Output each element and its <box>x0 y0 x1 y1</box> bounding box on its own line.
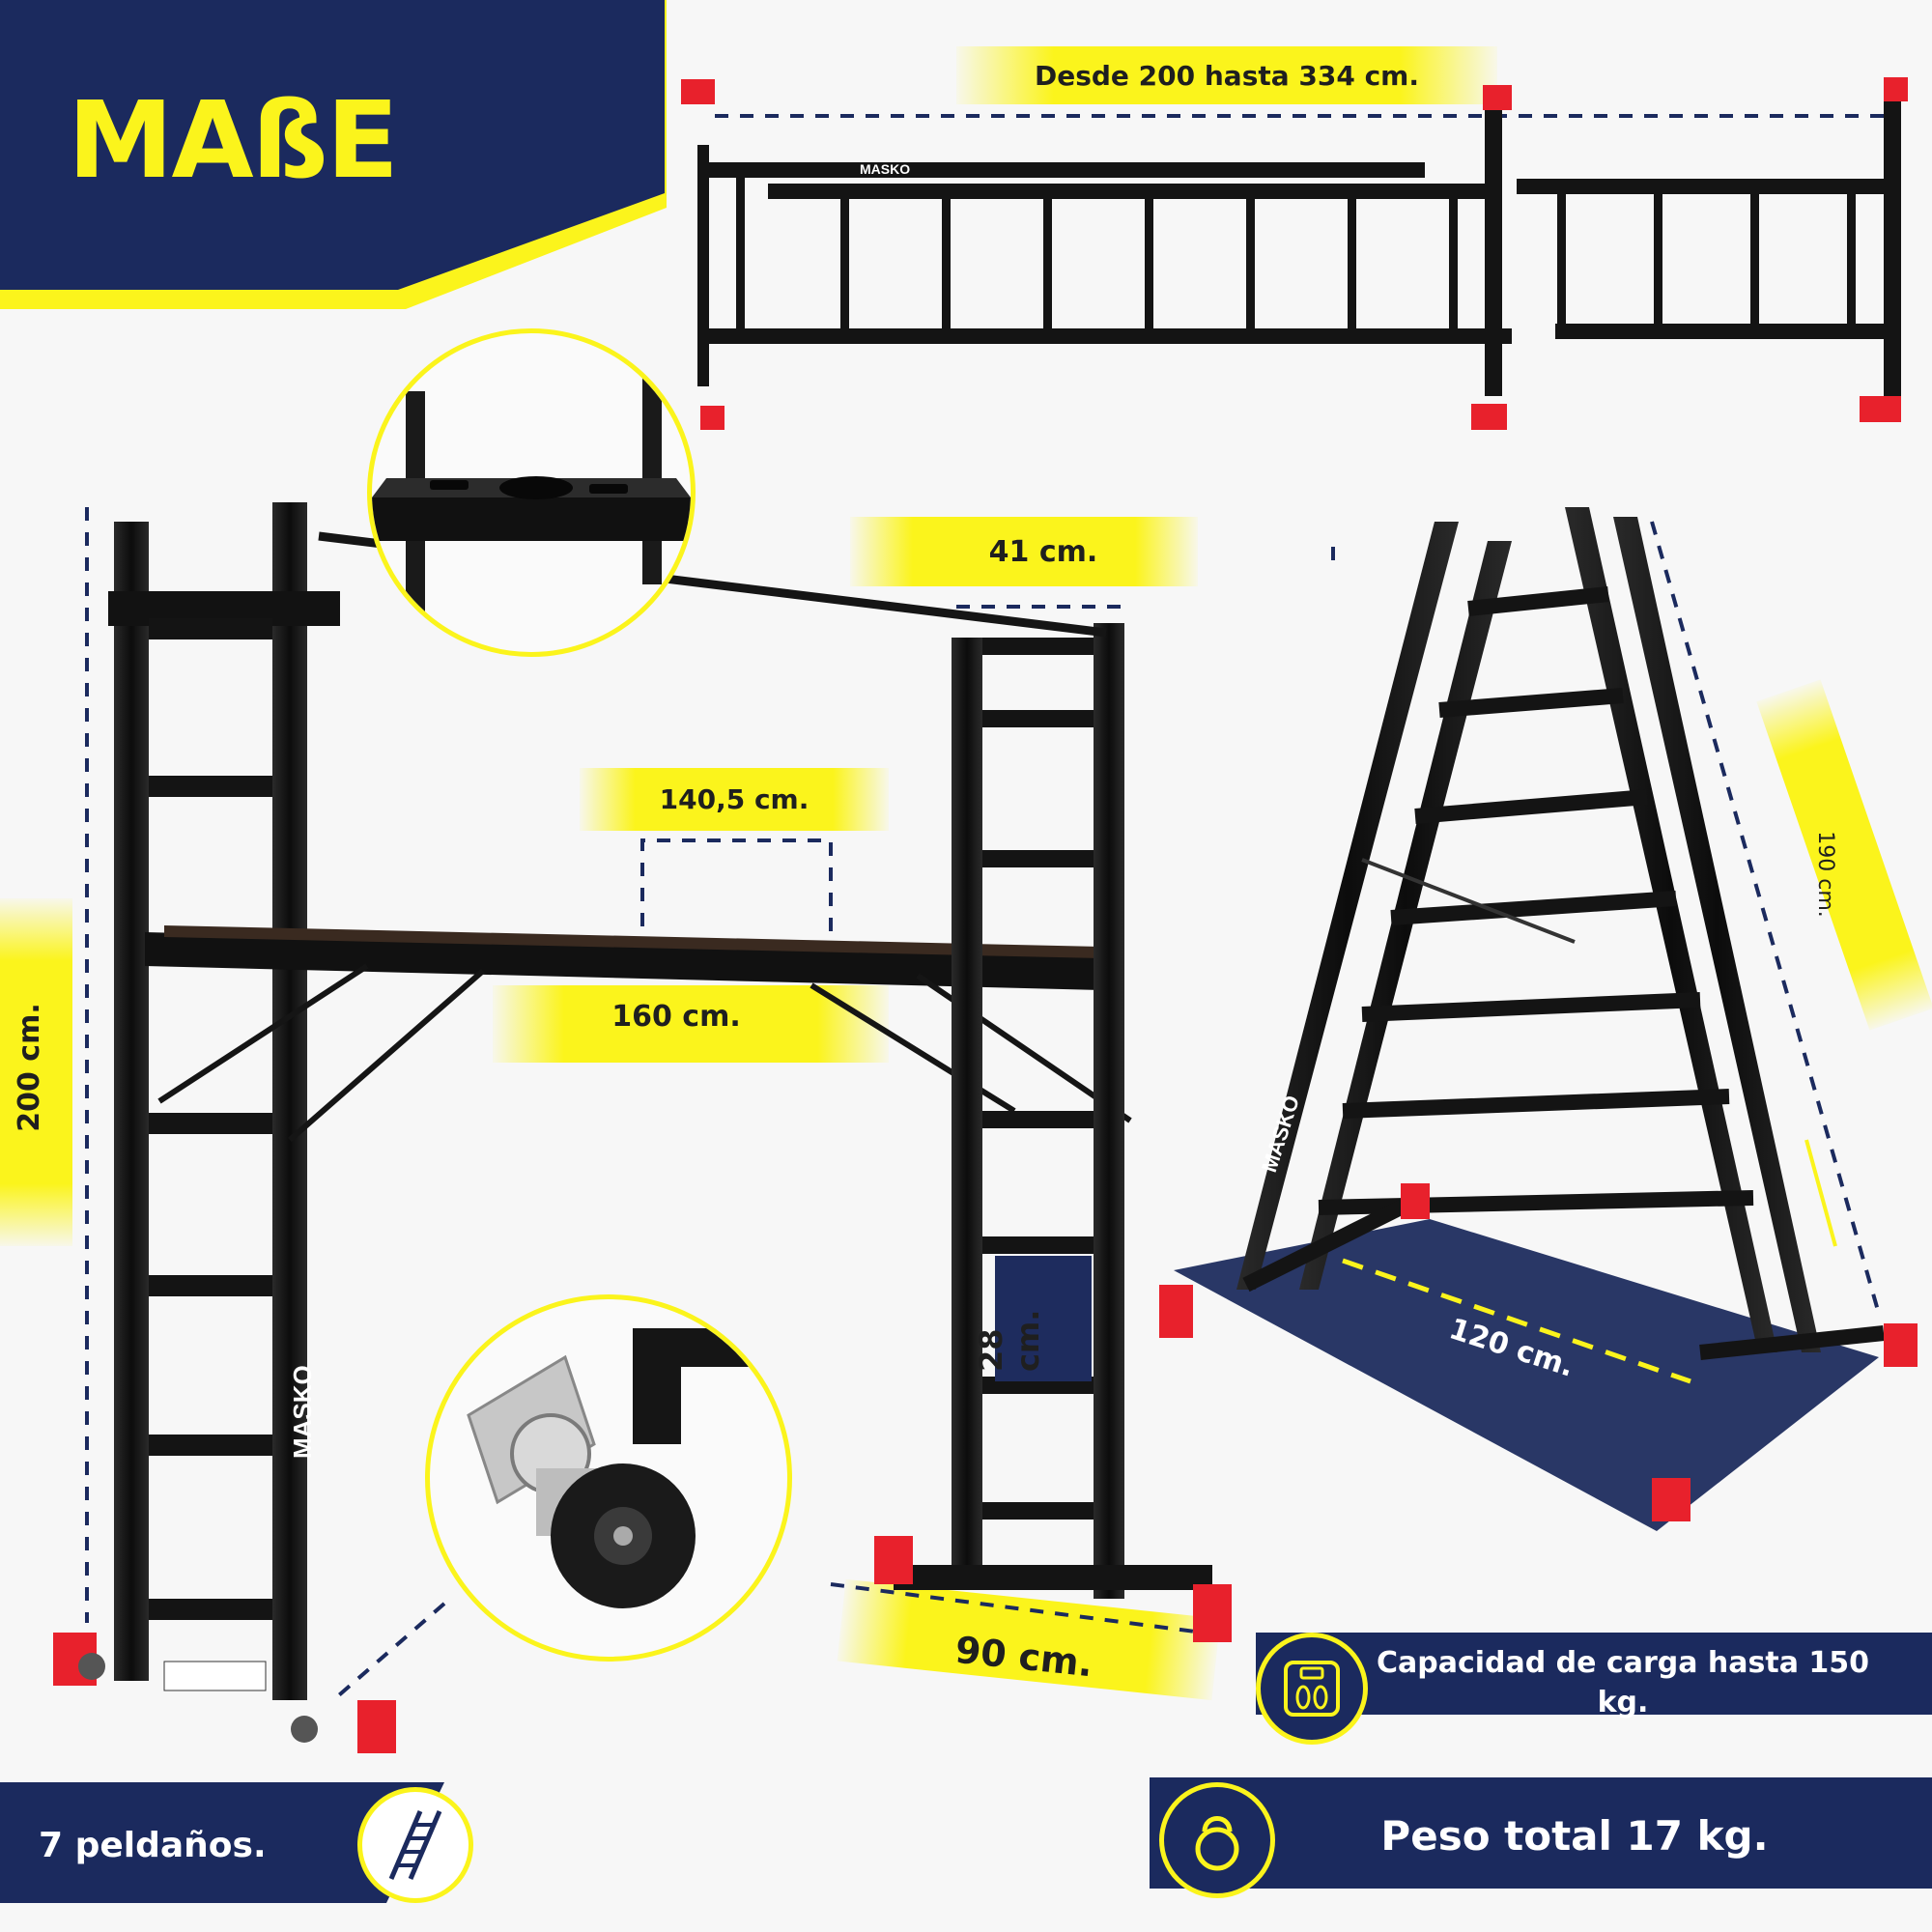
tool-tray-detail <box>367 328 696 657</box>
total-height-label: 200 cm. <box>12 1003 46 1132</box>
a-frame-height-label: 190 cm. <box>1813 831 1838 918</box>
brand-logo-aframe: MASKO <box>1257 1093 1304 1176</box>
caster-wheel-icon <box>467 1328 787 1608</box>
rail-length-highlight <box>956 46 1497 104</box>
kettlebell-icon <box>1195 1816 1239 1871</box>
weight-text: Peso total 17 kg. <box>1380 1811 1769 1860</box>
steps-text: 7 peldaños. <box>39 1825 267 1865</box>
top-width-label: 41 cm. <box>988 534 1098 569</box>
page-title: MAßE <box>68 78 399 202</box>
capacity-text: Capacidad de carga hasta 150 kg. <box>1376 1646 1870 1719</box>
platform-length-highlight <box>493 985 889 1063</box>
scale-icon <box>1284 1661 1340 1717</box>
capacity-icon-circle <box>1256 1633 1368 1745</box>
ladder-icon <box>388 1810 442 1880</box>
tool-tray-icon <box>372 372 691 652</box>
inner-span-highlight <box>580 768 889 831</box>
top-width-highlight <box>850 517 1198 586</box>
platform-length-label: 160 cm. <box>611 1000 741 1034</box>
weight-icon-circle <box>1159 1782 1275 1898</box>
wheel-detail <box>425 1294 792 1662</box>
brand-logo-top: MASKO <box>860 161 910 177</box>
total-height-highlight <box>0 898 72 1246</box>
step-gap-label: 28 cm. <box>973 1309 1046 1372</box>
brand-logo-left: MASKO <box>288 1365 317 1459</box>
steps-icon-circle <box>357 1787 473 1903</box>
inner-span-label: 140,5 cm. <box>659 783 810 815</box>
rail-length-label: Desde 200 hasta 334 cm. <box>1034 59 1419 92</box>
